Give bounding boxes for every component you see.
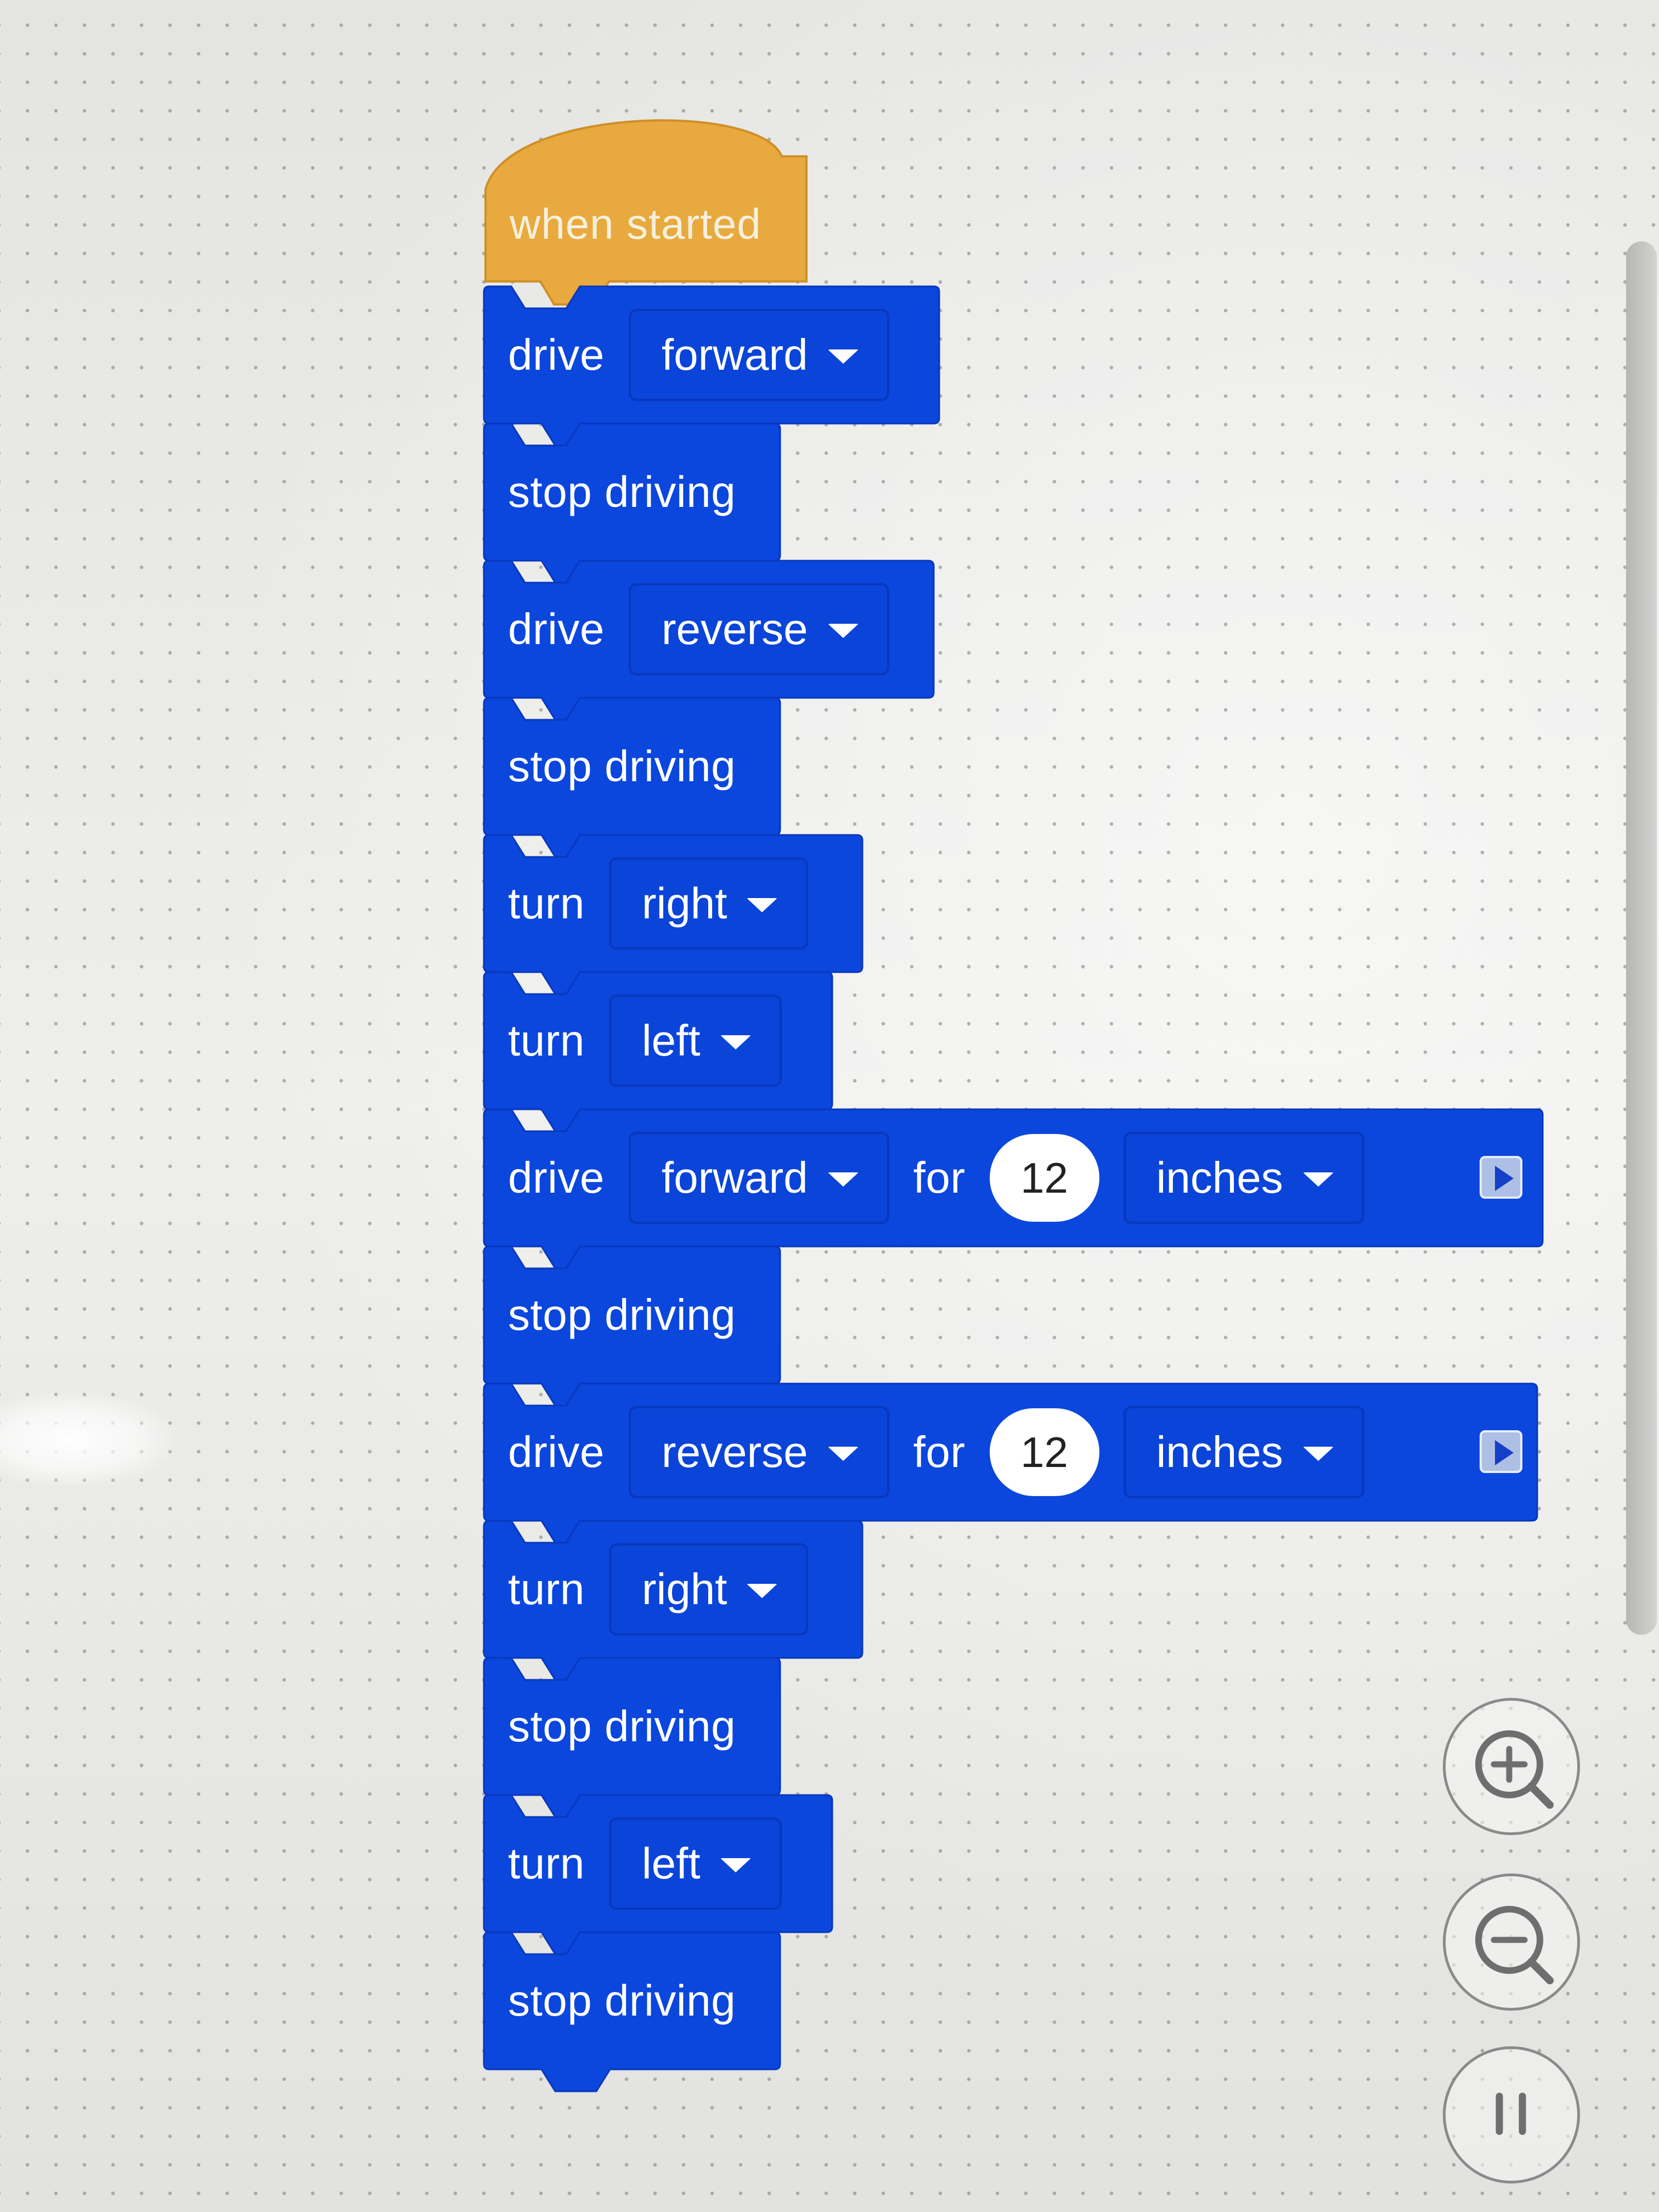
block-label: turn	[508, 1839, 585, 1888]
block-content: drive forward	[508, 286, 889, 424]
dropdown-value: forward	[661, 330, 808, 379]
block-content: turn left	[508, 972, 782, 1109]
caret-down-icon	[747, 898, 778, 912]
caret-down-icon	[827, 624, 859, 638]
block-dropdown[interactable]: right	[608, 857, 809, 950]
block-label: stop driving	[508, 1290, 736, 1339]
block-dropdown[interactable]: inches	[1123, 1132, 1364, 1224]
block-content: stop driving	[508, 1658, 736, 1795]
zoom-in-button[interactable]	[1443, 1698, 1580, 1835]
block-content: drive forward for 12 inches	[508, 1109, 1364, 1246]
block-12[interactable]: stop driving	[483, 1931, 781, 2092]
block-dropdown[interactable]: inches	[1123, 1406, 1364, 1498]
block-label: for	[913, 1153, 966, 1202]
caret-down-icon	[720, 1858, 751, 1872]
block-5[interactable]: turn left	[483, 971, 833, 1132]
block-dropdown[interactable]: forward	[628, 309, 889, 401]
block-content: stop driving	[508, 1932, 736, 2069]
zoom-in-icon	[1475, 1730, 1554, 1809]
hat-block-shape	[484, 119, 808, 306]
caret-down-icon	[827, 349, 859, 364]
block-10[interactable]: stop driving	[483, 1657, 781, 1818]
reset-zoom-button[interactable]	[1443, 2046, 1580, 2183]
screen-glare	[0, 1393, 176, 1487]
dropdown-value: left	[641, 1016, 701, 1065]
number-input[interactable]: 12	[989, 1408, 1099, 1496]
caret-down-icon	[827, 1447, 859, 1461]
zoom-out-button[interactable]	[1443, 1874, 1580, 2011]
block-dropdown[interactable]: reverse	[628, 583, 889, 675]
block-content: drive reverse	[508, 561, 889, 698]
run-block-button[interactable]	[1480, 1156, 1522, 1199]
vertical-scrollbar[interactable]	[1626, 241, 1657, 1635]
block-dropdown[interactable]: forward	[628, 1132, 889, 1224]
block-8[interactable]: drive reverse for 12 inches	[483, 1383, 1538, 1544]
zoom-out-icon	[1475, 1906, 1554, 1984]
block-6[interactable]: drive forward for 12 inches	[483, 1108, 1544, 1269]
block-content: stop driving	[508, 698, 736, 835]
block-label: drive	[508, 605, 605, 653]
block-2[interactable]: drive reverse	[483, 560, 935, 721]
block-label: drive	[508, 330, 605, 379]
caret-down-icon	[720, 1035, 751, 1049]
block-label: stop driving	[508, 1976, 736, 2025]
number-input[interactable]: 12	[989, 1134, 1099, 1222]
block-content: stop driving	[508, 1246, 736, 1384]
dropdown-value: reverse	[661, 1427, 808, 1476]
block-content: drive reverse for 12 inches	[508, 1384, 1364, 1521]
block-label: drive	[508, 1153, 605, 1202]
block-1[interactable]: stop driving	[483, 422, 781, 584]
block-dropdown[interactable]: reverse	[628, 1406, 889, 1498]
run-block-button[interactable]	[1480, 1430, 1522, 1473]
caret-down-icon	[1302, 1172, 1334, 1187]
block-dropdown[interactable]: left	[608, 995, 782, 1087]
block-dropdown[interactable]: right	[608, 1543, 809, 1635]
dropdown-value: right	[641, 879, 727, 928]
block-content: turn left	[508, 1795, 782, 1932]
block-label: drive	[508, 1427, 605, 1476]
block-11[interactable]: turn left	[483, 1794, 833, 1955]
caret-down-icon	[747, 1584, 778, 1598]
block-0[interactable]: drive forward	[483, 285, 940, 447]
dropdown-value: forward	[661, 1153, 808, 1202]
block-label: turn	[508, 879, 585, 928]
caret-down-icon	[1302, 1447, 1334, 1461]
dropdown-value: inches	[1156, 1427, 1283, 1476]
block-label: stop driving	[508, 1702, 736, 1751]
when-started-label: when started	[510, 200, 761, 248]
dropdown-value: inches	[1156, 1153, 1283, 1202]
block-label: stop driving	[508, 467, 736, 516]
dropdown-value: left	[641, 1839, 701, 1888]
block-shape	[483, 1931, 781, 2092]
block-label: for	[913, 1427, 966, 1476]
block-content: stop driving	[508, 424, 736, 561]
equals-icon	[1496, 2092, 1526, 2135]
block-label: turn	[508, 1016, 585, 1065]
block-content: turn right	[508, 1521, 809, 1658]
when-started-block[interactable]: when started	[484, 107, 808, 306]
block-7[interactable]: stop driving	[483, 1245, 781, 1407]
dropdown-value: reverse	[661, 605, 808, 653]
block-label: stop driving	[508, 742, 736, 791]
block-label: turn	[508, 1565, 585, 1613]
block-content: turn right	[508, 835, 809, 972]
block-4[interactable]: turn right	[483, 834, 864, 995]
block-9[interactable]: turn right	[483, 1520, 864, 1681]
block-3[interactable]: stop driving	[483, 697, 781, 858]
caret-down-icon	[827, 1172, 859, 1187]
dropdown-value: right	[641, 1565, 727, 1613]
block-dropdown[interactable]: left	[608, 1818, 782, 1910]
